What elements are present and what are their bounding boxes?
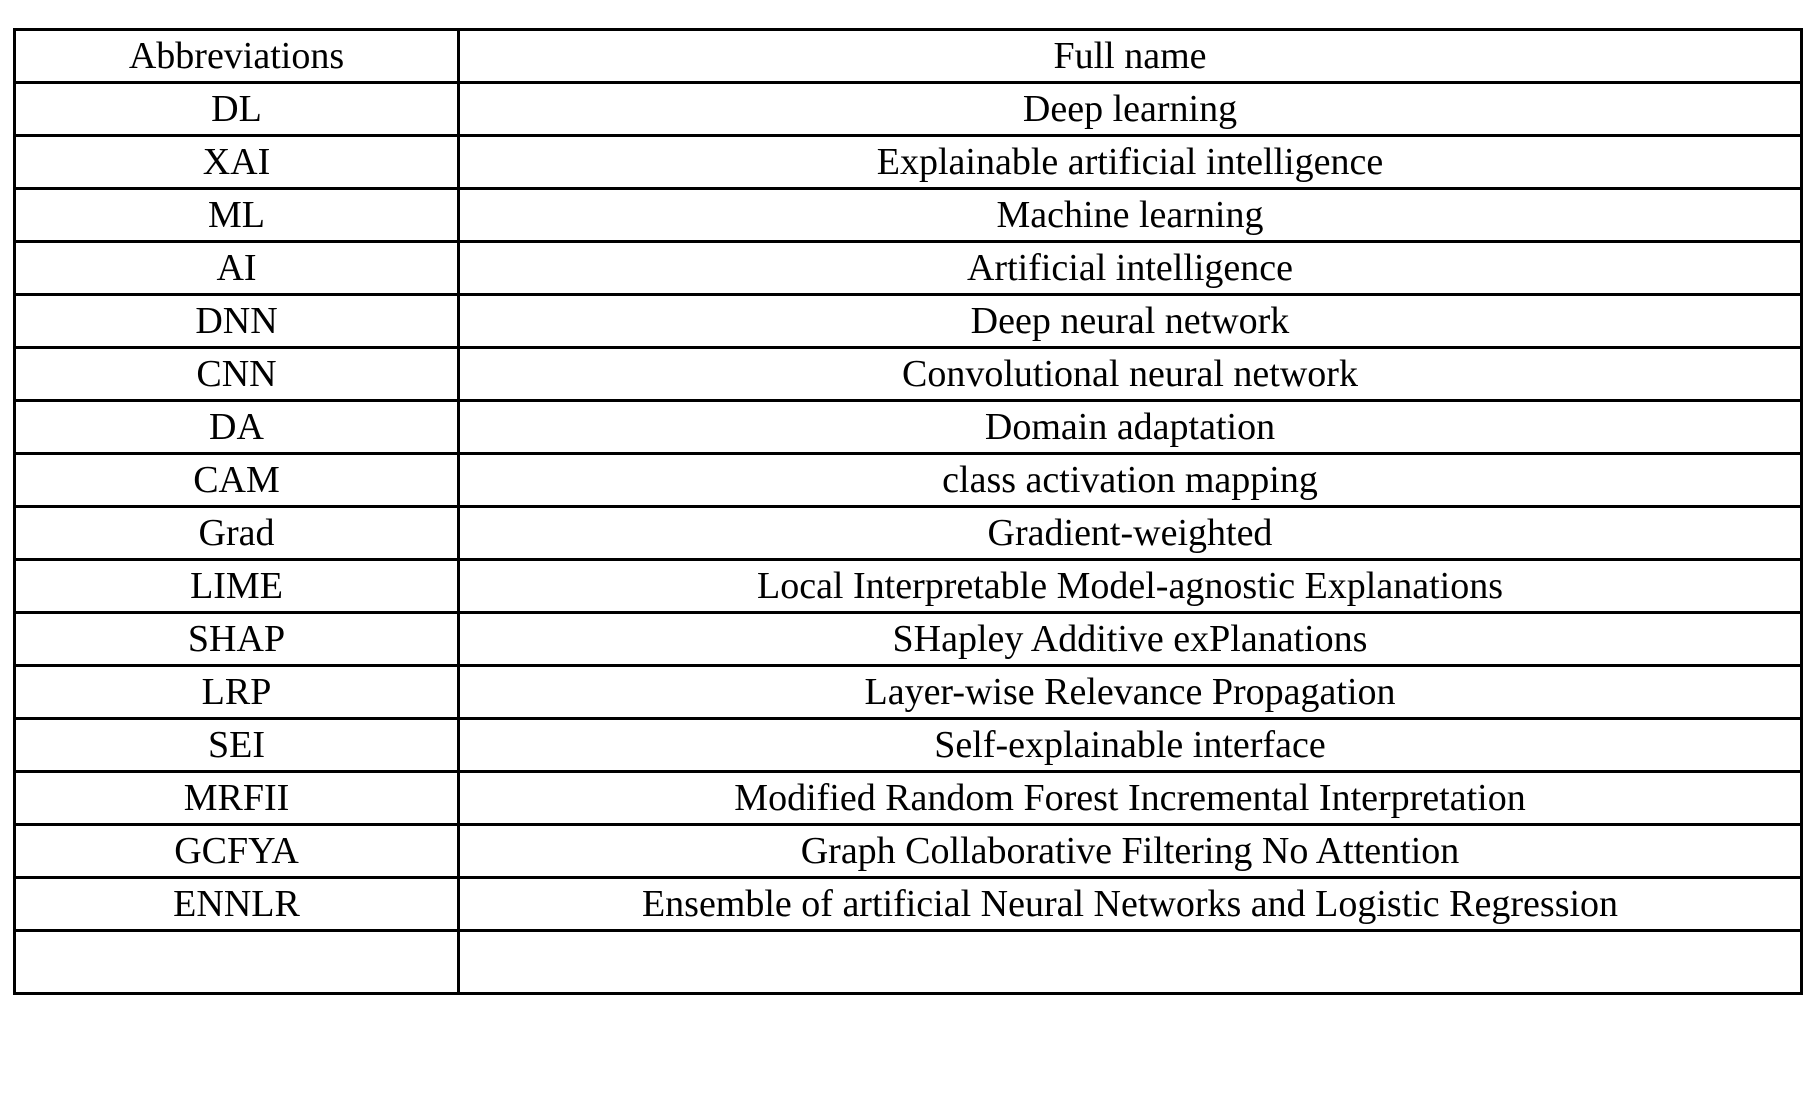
abbreviation-text: CNN [196, 353, 277, 395]
cell-full-name: Layer-wise Relevance Propagation [457, 664, 1803, 720]
cell-full-name [457, 929, 1803, 995]
abbreviation-text: Grad [198, 512, 275, 554]
cell-full-name: Local Interpretable Model-agnostic Expla… [457, 558, 1803, 614]
cell-abbreviation: AI [13, 240, 460, 296]
cell-full-name: Convolutional neural network [457, 346, 1803, 402]
cell-full-name: class activation mapping [457, 452, 1803, 508]
table-row: DNN Deep neural network [13, 293, 1803, 349]
abbreviation-text: SEI [208, 724, 265, 766]
table-row: CAM class activation mapping [13, 452, 1803, 508]
cell-full-name: Explainable artificial intelligence [457, 134, 1803, 190]
abbreviation-text: DNN [195, 300, 278, 342]
cell-full-name: Machine learning [457, 187, 1803, 243]
column-header-full-name: Full name [457, 28, 1803, 84]
abbreviation-text: DA [209, 406, 264, 448]
full-name-text: SHapley Additive exPlanations [892, 618, 1368, 660]
cell-full-name: Graph Collaborative Filtering No Attenti… [457, 823, 1803, 879]
column-header-abbreviations: Abbreviations [13, 28, 460, 84]
table-row: ML Machine learning [13, 187, 1803, 243]
table-row: XAI Explainable artificial intelligence [13, 134, 1803, 190]
cell-full-name: Ensemble of artificial Neural Networks a… [457, 876, 1803, 932]
abbreviation-text: MRFII [183, 777, 290, 819]
table-row: ENNLR Ensemble of artificial Neural Netwo… [13, 876, 1803, 932]
cell-abbreviation: ML [13, 187, 460, 243]
cell-abbreviation: LRP [13, 664, 460, 720]
full-name-text: Deep neural network [970, 300, 1290, 342]
abbreviation-text: LRP [201, 671, 272, 713]
cell-abbreviation: MRFII [13, 770, 460, 826]
full-name-text: Explainable artificial intelligence [876, 141, 1384, 183]
full-name-text: Artificial intelligence [966, 247, 1294, 289]
table-row: LIME Local Interpretable Model-agnostic E… [13, 558, 1803, 614]
full-name-text: Graph Collaborative Filtering No Attenti… [800, 830, 1460, 872]
cell-full-name: Self-explainable interface [457, 717, 1803, 773]
cell-full-name: Deep learning [457, 81, 1803, 137]
full-name-text: class activation mapping [942, 459, 1318, 501]
abbreviation-text: ENNLR [173, 883, 300, 925]
full-name-text: Self-explainable interface [934, 724, 1326, 766]
table-row: DA Domain adaptation [13, 399, 1803, 455]
cell-full-name: Artificial intelligence [457, 240, 1803, 296]
table-row: SEI Self-explainable interface [13, 717, 1803, 773]
full-name-text: Ensemble of artificial Neural Networks a… [641, 883, 1619, 925]
abbreviation-text: ML [208, 194, 265, 236]
cell-abbreviation: LIME [13, 558, 460, 614]
abbreviation-text: AI [216, 247, 257, 289]
cell-abbreviation: DNN [13, 293, 460, 349]
full-name-text: Machine learning [996, 194, 1264, 236]
full-name-text: Gradient-weighted [987, 512, 1273, 554]
cell-abbreviation: Grad [13, 505, 460, 561]
cell-abbreviation: CAM [13, 452, 460, 508]
full-name-text: Deep learning [1022, 88, 1238, 130]
full-name-text: Layer-wise Relevance Propagation [864, 671, 1396, 713]
table-row-empty [13, 929, 1803, 995]
full-name-text: Modified Random Forest Incremental Inter… [734, 777, 1526, 819]
abbreviation-text: DL [211, 88, 262, 130]
table-row: Grad Gradient-weighted [13, 505, 1803, 561]
cell-abbreviation: SEI [13, 717, 460, 773]
cell-abbreviation: DA [13, 399, 460, 455]
column-header-full-name-label: Full name [1053, 35, 1207, 77]
cell-full-name: Deep neural network [457, 293, 1803, 349]
table-row: SHAP SHapley Additive exPlanations [13, 611, 1803, 667]
column-header-abbreviations-label: Abbreviations [128, 35, 345, 77]
cell-full-name: Domain adaptation [457, 399, 1803, 455]
abbreviation-text: CAM [193, 459, 280, 501]
table-row: DL Deep learning [13, 81, 1803, 137]
abbreviation-text: GCFYA [174, 830, 299, 872]
cell-full-name: SHapley Additive exPlanations [457, 611, 1803, 667]
table-row: MRFII Modified Random Forest Incremental … [13, 770, 1803, 826]
table-row: LRP Layer-wise Relevance Propagation [13, 664, 1803, 720]
table-row: GCFYA Graph Collaborative Filtering No At… [13, 823, 1803, 879]
cell-abbreviation: CNN [13, 346, 460, 402]
cell-full-name: Gradient-weighted [457, 505, 1803, 561]
full-name-text: Convolutional neural network [902, 353, 1358, 395]
cell-abbreviation: GCFYA [13, 823, 460, 879]
abbreviation-text: XAI [202, 141, 271, 183]
full-name-text: Domain adaptation [984, 406, 1276, 448]
abbreviation-text: SHAP [187, 618, 286, 660]
table-header-row: Abbreviations Full name [13, 28, 1803, 84]
cell-abbreviation: ENNLR [13, 876, 460, 932]
cell-abbreviation: SHAP [13, 611, 460, 667]
table-row: AI Artificial intelligence [13, 240, 1803, 296]
full-name-text: Local Interpretable Model-agnostic Expla… [756, 565, 1503, 607]
cell-abbreviation [13, 929, 460, 995]
cell-abbreviation: XAI [13, 134, 460, 190]
table-row: CNN Convolutional neural network [13, 346, 1803, 402]
cell-full-name: Modified Random Forest Incremental Inter… [457, 770, 1803, 826]
cell-abbreviation: DL [13, 81, 460, 137]
abbreviation-text: LIME [190, 565, 283, 607]
